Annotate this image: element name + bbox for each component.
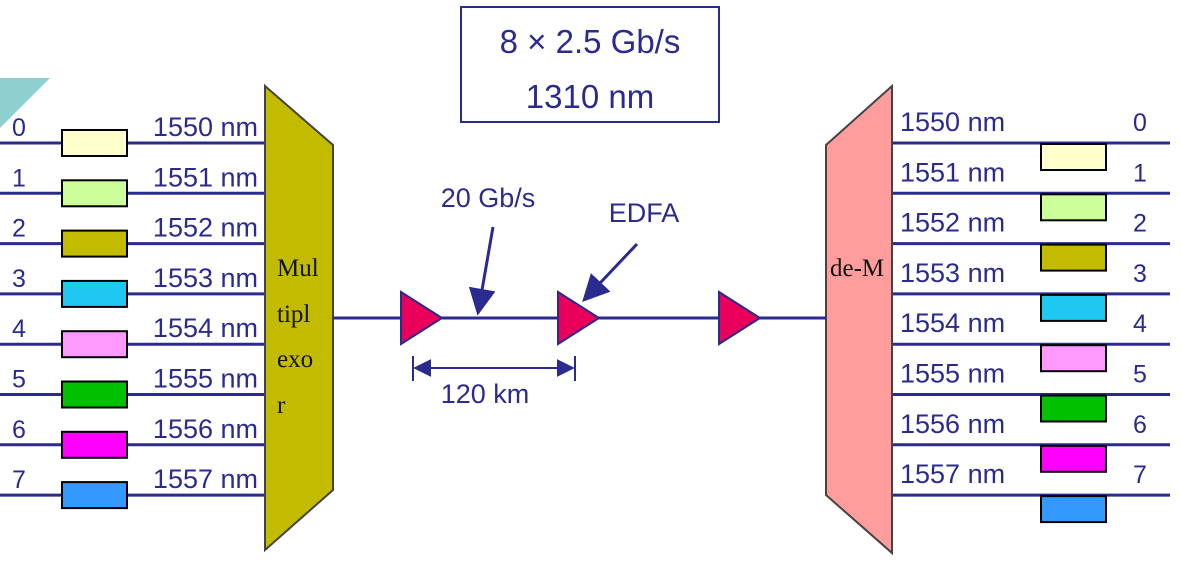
input-channel-index: 2 (12, 215, 26, 243)
amplifier-triangle (718, 290, 762, 346)
input-channel-index: 4 (12, 315, 26, 343)
output-channel-wavelength: 1556 nm (900, 409, 1005, 439)
input-channel-laser (61, 481, 128, 510)
corner-accent (0, 78, 50, 128)
edfa-arrow (582, 242, 639, 302)
input-channel-index: 1 (12, 164, 26, 192)
input-channel-wavelength: 1555 nm (153, 364, 258, 394)
amplifier-triangle (400, 290, 444, 346)
output-channel-index: 6 (1133, 411, 1147, 439)
input-channel-laser (61, 279, 128, 308)
output-channel-index: 7 (1133, 461, 1147, 489)
input-channel-wavelength: 1554 nm (153, 313, 258, 343)
output-channel-laser (1040, 344, 1107, 373)
amplifier-triangle (557, 290, 601, 346)
output-channels: 1550 nm 0 1551 nm 1 1552 nm 2 1553 nm 3 1554 nm 4… (892, 107, 1170, 524)
output-channel-index: 4 (1133, 310, 1147, 338)
input-channels: 0 1550 nm 1 1551 nm 2 1552 nm 3 1553 nm 4 1554 nm… (0, 112, 265, 510)
spec-box-bitrate: 8 × 2.5 Gb/s (500, 23, 681, 60)
input-channel-wavelength: 1553 nm (153, 263, 258, 293)
input-channel-wavelength: 1552 nm (153, 213, 258, 243)
output-channel-laser (1040, 243, 1107, 272)
input-channel-index: 3 (12, 265, 26, 293)
output-channel-index: 0 (1133, 109, 1147, 137)
span-length-label: 120 km (441, 379, 530, 409)
demultiplexer-label: de-M (830, 255, 884, 282)
multiplexer-label-line1: Mul (277, 255, 319, 282)
input-channel-wavelength: 1551 nm (153, 162, 258, 192)
output-channel-laser (1040, 495, 1107, 524)
output-channel-index: 5 (1133, 361, 1147, 389)
edfa-label: EDFA (609, 198, 680, 228)
output-channel-wavelength: 1555 nm (900, 359, 1005, 389)
multiplexer-label-line3: exo (277, 346, 313, 373)
multiplexer-label-line2: tipl (277, 301, 310, 328)
input-channel-index: 0 (12, 114, 26, 142)
input-channel-laser (61, 330, 128, 359)
input-channel-index: 6 (12, 416, 26, 444)
input-channel-wavelength: 1550 nm (153, 112, 258, 142)
output-channel-index: 2 (1133, 210, 1147, 238)
output-channel-laser (1040, 394, 1107, 423)
output-channel-wavelength: 1554 nm (900, 308, 1005, 338)
input-channel-laser (61, 430, 128, 459)
input-channel-wavelength: 1557 nm (153, 464, 258, 494)
link-bitrate-label: 20 Gb/s (441, 183, 536, 213)
spec-box (460, 6, 720, 123)
demultiplexer-block (825, 83, 893, 556)
link-bitrate-arrow (468, 226, 496, 316)
input-channel-index: 7 (12, 466, 26, 494)
output-channel-wavelength: 1553 nm (900, 258, 1005, 288)
input-channel-laser (61, 229, 128, 258)
output-channel-laser (1040, 143, 1107, 171)
input-channel-wavelength: 1556 nm (153, 414, 258, 444)
input-channel-laser (61, 129, 128, 157)
output-channel-index: 3 (1133, 260, 1147, 288)
input-channel-laser (61, 380, 128, 409)
output-channel-laser (1040, 293, 1107, 322)
multiplexer-block (264, 83, 334, 553)
input-channel-index: 5 (12, 366, 26, 394)
spec-box-wavelength: 1310 nm (526, 78, 654, 115)
output-channel-laser (1040, 444, 1107, 473)
output-channel-index: 1 (1133, 159, 1147, 187)
output-channel-wavelength: 1551 nm (900, 157, 1005, 187)
output-channel-wavelength: 1552 nm (900, 208, 1005, 238)
output-channel-laser (1040, 193, 1107, 222)
output-channel-wavelength: 1557 nm (900, 459, 1005, 489)
output-channel-wavelength: 1550 nm (900, 107, 1005, 137)
input-channel-laser (61, 179, 128, 208)
multiplexer-label-line4: r (277, 392, 286, 419)
